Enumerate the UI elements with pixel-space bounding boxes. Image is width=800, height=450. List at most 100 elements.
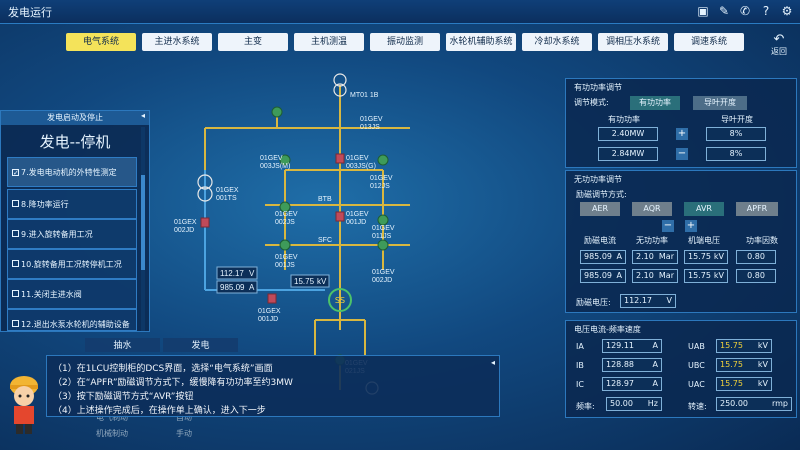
tab-main-water[interactable]: 主进水系统 (142, 33, 212, 51)
switch-gev003g[interactable] (335, 153, 345, 164)
active-power-panel: 有功功率调节 调节模式: 有功功率 导叶开度 有功功率 导叶开度 2.40MW … (565, 78, 797, 168)
startup-panel: 发电启动及停止 ◂ 发电--停机 ✓7.发电电动机的外特性测定 8.降功率运行 … (0, 110, 150, 332)
decrease-button[interactable]: − (676, 148, 688, 160)
label-mechanical-brake: 机械制动 (96, 429, 128, 438)
label-ib: IB (576, 361, 584, 370)
col-active-power: 有功功率 (608, 115, 640, 124)
header-excitation-current: 励磁电流 (584, 236, 616, 245)
readout-v-unit: V (249, 269, 255, 278)
label-uac: UAC (688, 380, 705, 389)
step-item[interactable]: ✓7.发电电动机的外特性测定 (7, 157, 137, 187)
scrollbar[interactable] (141, 127, 145, 331)
disconnector-013[interactable] (271, 106, 283, 118)
increase-button[interactable]: + (676, 128, 688, 140)
mode-aqr-button[interactable]: AQR (632, 202, 672, 216)
save-icon[interactable]: ▣ (697, 4, 709, 18)
tab-cooling-water[interactable]: 冷却水系统 (522, 33, 592, 51)
disconnector-003m[interactable] (279, 154, 291, 166)
tab-electrical[interactable]: 电气系统 (66, 33, 136, 51)
edit-icon[interactable]: ✎ (718, 4, 730, 18)
instruction-line: （1）在1LCU控制柜的DCS界面，选择“电气系统”画面 (53, 364, 273, 374)
step-item[interactable]: 9.进入旋转备用工况 (7, 219, 137, 249)
power-factor-setpoint: 0.80 (736, 250, 776, 264)
help-icon[interactable]: ? (762, 4, 770, 18)
transformer-gex-icon-2 (197, 186, 213, 202)
scroll-thumb[interactable] (141, 175, 145, 270)
startup-panel-header: 发电启动及停止 (1, 111, 149, 125)
header-reactive-power: 无功功率 (636, 236, 668, 245)
tab-speed-control[interactable]: 调速系统 (674, 33, 744, 51)
mode-active-power-button[interactable]: 有功功率 (630, 96, 680, 110)
checkbox-icon (12, 290, 19, 297)
tab-turbine-aux[interactable]: 水轮机辅助系统 (446, 33, 516, 51)
phone-icon[interactable]: ✆ (739, 4, 751, 18)
step-item[interactable]: 10.旋转备用工况转停机工况 (7, 249, 137, 279)
readout-v: 112.17 (220, 269, 244, 278)
avatar (10, 376, 38, 434)
power-factor-actual: 0.80 (736, 269, 776, 283)
collapse-icon[interactable]: ◂ (490, 358, 495, 367)
label-ia: IA (576, 342, 584, 351)
switch-gev001[interactable] (335, 211, 345, 222)
switch-gex001jd[interactable] (267, 293, 277, 304)
tab-main-transformer[interactable]: 主变 (218, 33, 288, 51)
disconnector-002[interactable] (279, 201, 291, 213)
tab-pumping[interactable]: 抽水 (85, 338, 160, 352)
top-icons: ▣ ✎ ✆ ? ⚙ (696, 3, 794, 19)
tab-vibration[interactable]: 振动监测 (370, 33, 440, 51)
step-item[interactable]: 12.退出水泵水轮机的辅助设备 (7, 309, 137, 331)
readout-a-box (216, 280, 258, 294)
disconnector-012[interactable] (377, 154, 389, 166)
readout-v-box (216, 266, 258, 280)
mode-guide-vane-button[interactable]: 导叶开度 (693, 96, 747, 110)
back-icon: ↶ (773, 32, 785, 47)
step-item[interactable]: 11.关闭主进水阀 (7, 279, 137, 309)
label-btb: BTB (318, 196, 332, 203)
mode-apfr-button[interactable]: APFR (736, 202, 778, 216)
reactive-power-title: 无功功率调节 (574, 175, 622, 184)
label-sfc: SFC (318, 237, 332, 244)
disconnector-002jd[interactable] (377, 239, 389, 251)
back-label: 返回 (771, 47, 787, 56)
switch-gex002[interactable] (200, 217, 210, 228)
disconnector-001[interactable] (279, 239, 291, 251)
step-item[interactable]: 8.降功率运行 (7, 189, 137, 219)
active-power-setpoint[interactable]: 2.40MW (598, 127, 658, 141)
label-ubc: UBC (688, 361, 705, 370)
reactive-increase-button[interactable]: + (685, 220, 697, 232)
checkbox-icon (12, 200, 19, 207)
settings-icon[interactable]: ⚙ (781, 4, 793, 18)
disconnector-011[interactable] (377, 214, 389, 226)
reactive-decrease-button[interactable]: − (662, 220, 674, 232)
collapse-icon[interactable]: ◂ (140, 111, 145, 120)
mode-aer-button[interactable]: AER (580, 202, 620, 216)
checkbox-icon: ✓ (12, 169, 19, 177)
tab-temperature[interactable]: 主机测温 (294, 33, 364, 51)
tab-phase-water[interactable]: 调相压水系统 (598, 33, 668, 51)
readout-a: 985.09 (220, 283, 245, 292)
mode-avr-button[interactable]: AVR (684, 202, 724, 216)
tab-generating[interactable]: 发电 (163, 338, 238, 352)
back-button[interactable]: ↶ 返回 (771, 32, 787, 57)
label-ic: IC (576, 380, 584, 389)
label-frequency: 频率: (576, 402, 595, 411)
measurements-title: 电压电流-频率速度 (574, 325, 641, 334)
active-power-title: 有功功率调节 (574, 83, 622, 92)
label-manual: 手动 (176, 429, 192, 438)
